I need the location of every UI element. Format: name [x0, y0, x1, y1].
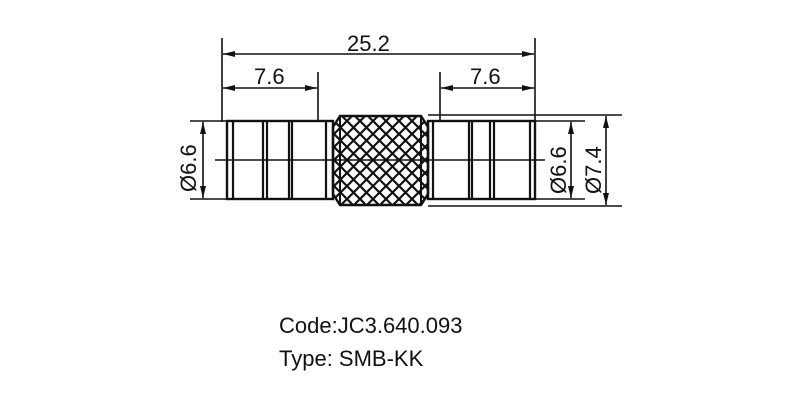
overall-length-label: 25.2 — [347, 31, 390, 56]
knurl-diameter-label: Ø7.4 — [581, 146, 606, 194]
right-diameter-label: Ø6.6 — [546, 146, 571, 194]
overall-length-dimension — [221, 38, 536, 122]
left-diameter-label: Ø6.6 — [176, 144, 201, 192]
left-length-label: 7.6 — [254, 64, 285, 89]
right-length-label: 7.6 — [470, 64, 501, 89]
left-length-dimension — [223, 72, 319, 122]
left-diameter-dimension — [190, 120, 226, 200]
product-type: Type: SMB-KK — [279, 346, 424, 371]
knurl-diameter-dimension — [428, 114, 622, 207]
product-code: Code:JC3.640.093 — [279, 313, 463, 338]
right-length-dimension — [439, 72, 534, 122]
right-diameter-dimension — [536, 120, 585, 200]
